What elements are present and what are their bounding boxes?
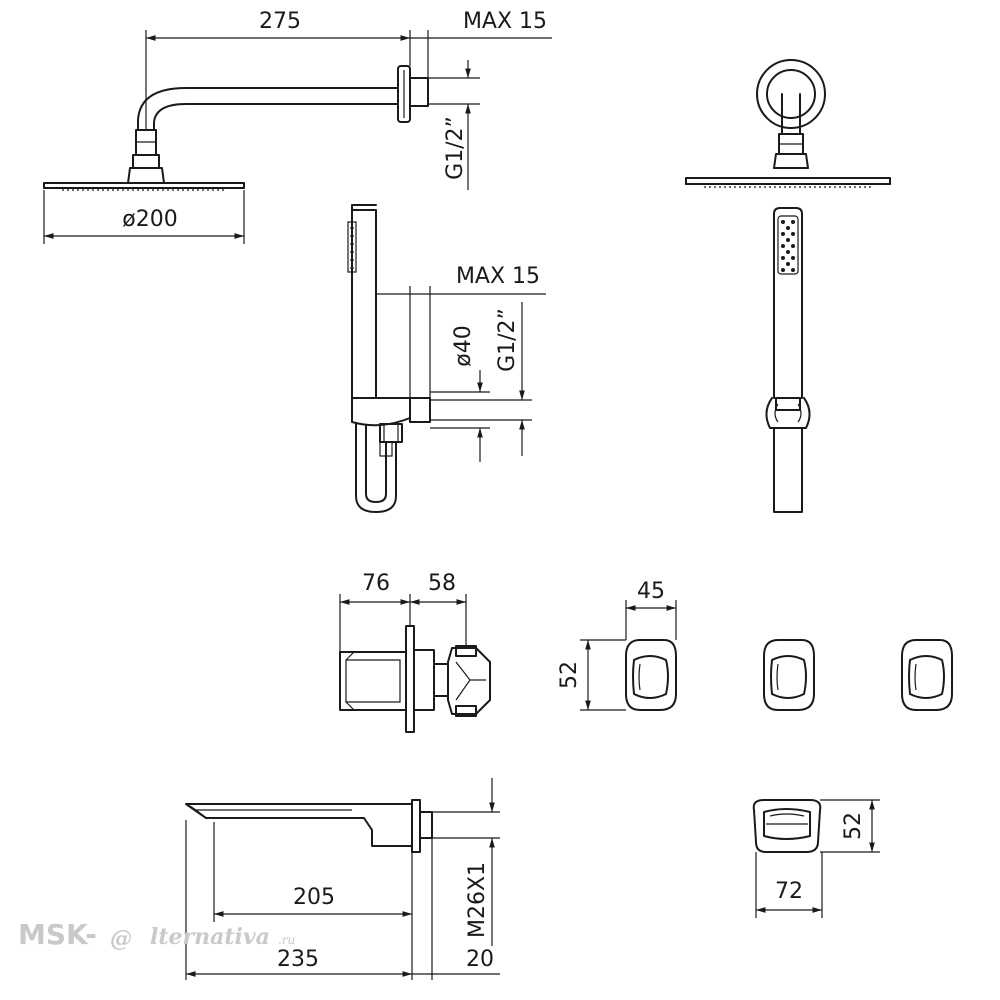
dim-head-diameter: ø200 xyxy=(43,190,245,244)
dim-handle: 45 52 xyxy=(557,579,677,711)
hand-shower-side-view xyxy=(347,204,431,513)
dim-max15-label: MAX 15 xyxy=(463,9,547,34)
dim-head-thread: G1/2” xyxy=(428,60,480,190)
tub-spout xyxy=(185,799,433,853)
dim-58-label: 58 xyxy=(428,571,456,596)
dim-200-label: ø200 xyxy=(122,207,177,232)
watermark-script: lternativa xyxy=(150,924,270,950)
dim-hand-thread: G1/2” xyxy=(430,302,532,456)
shower-head-side-view xyxy=(43,65,429,191)
dim-valve: 76 58 xyxy=(339,571,467,652)
dim-hand-max15-label: MAX 15 xyxy=(456,264,540,289)
dim-72-label: 72 xyxy=(775,879,803,904)
dim-76-label: 76 xyxy=(362,571,390,596)
dim-g12-head-label: G1/2” xyxy=(443,116,468,180)
dim-52-handle-label: 52 xyxy=(557,661,582,689)
watermark-brand: MSK- xyxy=(18,918,97,951)
handle-2 xyxy=(763,639,815,711)
dim-205-label: 205 xyxy=(293,885,335,910)
diverter xyxy=(752,799,822,853)
shower-head-front-view xyxy=(685,59,891,188)
dim-235-label: 235 xyxy=(277,947,319,972)
dim-arm-length: 275 xyxy=(145,9,411,130)
dim-hand-max: MAX 15 xyxy=(376,264,546,398)
concealed-valve xyxy=(339,625,491,733)
hand-shower-front-view xyxy=(765,207,811,513)
dim-275-label: 275 xyxy=(259,9,301,34)
dim-52-diverter-label: 52 xyxy=(841,812,866,840)
handle-3 xyxy=(901,639,953,711)
watermark: MSK- @ lternativa .ru xyxy=(18,918,295,952)
dim-diverter: 52 72 xyxy=(755,799,880,918)
dim-m26x1-label: M26X1 xyxy=(465,862,490,938)
handle-1 xyxy=(625,639,677,711)
dim-hand-outlet: ø40 xyxy=(430,325,490,462)
dim-40-label: ø40 xyxy=(451,325,476,366)
watermark-suffix: .ru xyxy=(278,933,295,947)
dim-45-label: 45 xyxy=(637,579,665,604)
dim-head-max: MAX 15 xyxy=(410,9,552,78)
dim-spout: 205 235 20 M26X1 xyxy=(185,778,500,980)
watermark-at-glyph: @ xyxy=(110,926,132,952)
dim-20-label: 20 xyxy=(466,947,494,972)
dim-g12-hand-label: G1/2” xyxy=(495,308,520,372)
